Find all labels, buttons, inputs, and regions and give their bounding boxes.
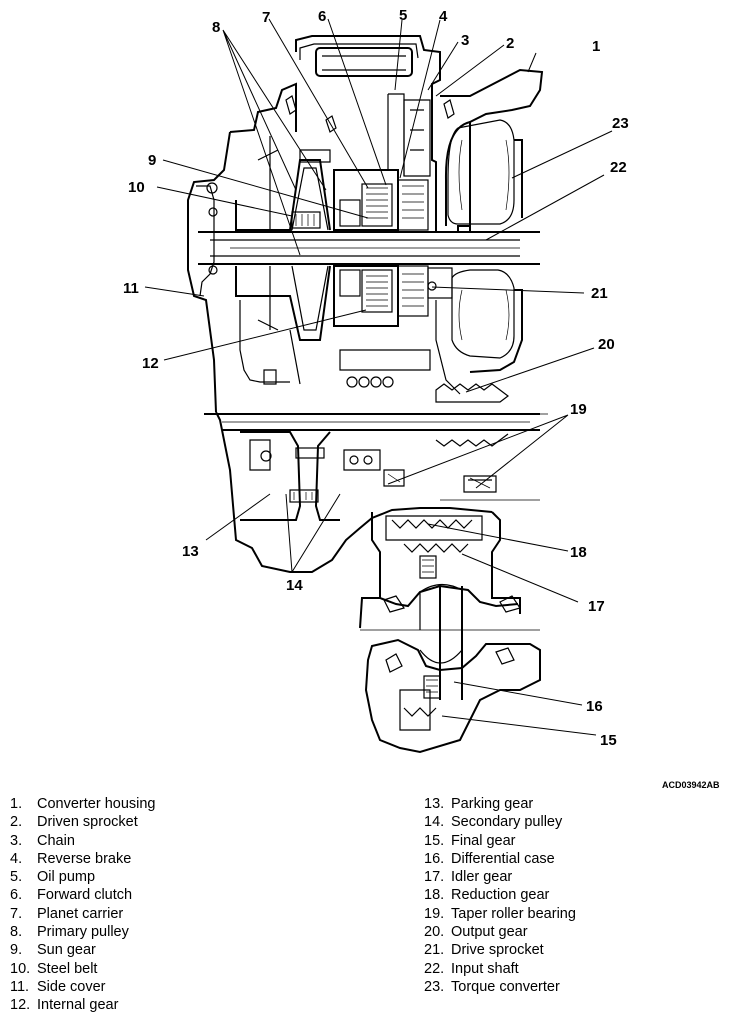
callout-number: 17	[588, 598, 605, 615]
leader-lines	[144, 18, 613, 736]
legend-item-label: Oil pump	[37, 869, 96, 886]
legend-item: 14. Secondary pulley	[424, 813, 576, 831]
legend-item-number: 8.	[10, 924, 23, 941]
legend-item-label: Output gear	[451, 924, 528, 941]
callout-number: 16	[586, 698, 603, 715]
callout-number: 9	[148, 152, 156, 169]
callout-number: 15	[600, 732, 617, 749]
legend-item-label: Side cover	[37, 978, 106, 995]
legend-item-label: Taper roller bearing	[451, 905, 576, 922]
legend-item-label: Planet carrier	[37, 905, 124, 922]
legend-item: 7. Planet carrier	[10, 905, 156, 923]
legend-item-label: Reduction gear	[451, 887, 550, 904]
callout-number: 12	[142, 355, 159, 372]
legend-item-number: 10.	[10, 960, 31, 977]
legend-item-label: Input shaft	[451, 960, 519, 977]
transmission-cross-section-diagram: 1 2 3 4 5 6 7 8 9 10 11 12 13 14 15 16 1…	[123, 7, 629, 754]
legend-item-label: Differential case	[451, 850, 555, 867]
callout-number: 1	[592, 38, 600, 55]
legend-item: 4. Reverse brake	[10, 850, 156, 868]
legend-item-number: 14.	[424, 814, 445, 831]
callout-number: 6	[318, 8, 326, 25]
legend-item: 12. Internal gear	[10, 996, 156, 1014]
legend-item-number: 17.	[424, 869, 445, 886]
legend-item-label: Forward clutch	[37, 887, 133, 904]
legend-item: 8. Primary pulley	[10, 923, 156, 941]
legend-item-number: 6.	[10, 887, 23, 904]
legend-item-number: 2.	[10, 814, 23, 831]
callout-number: 10	[128, 179, 145, 196]
legend-item-label: Internal gear	[37, 997, 119, 1014]
legend-item: 16. Differential case	[424, 850, 576, 868]
callout-numbers: 1 2 3 4 5 6 7 8 9 10 11 12 13 14 15 16 1…	[123, 7, 629, 749]
legend-left-column: 1. Converter housing 2. Driven sprocket 3.…	[10, 795, 156, 1015]
legend-item-number: 22.	[424, 960, 445, 977]
legend-item-label: Chain	[37, 832, 75, 849]
legend-item-number: 13.	[424, 796, 445, 812]
legend-item-number: 15.	[424, 832, 445, 849]
legend-item: 22. Input shaft	[424, 960, 576, 978]
legend-item: 2. Driven sprocket	[10, 813, 156, 831]
legend-item-number: 9.	[10, 942, 23, 959]
callout-number: 7	[262, 9, 270, 26]
callout-number: 20	[598, 336, 615, 353]
callout-number: 14	[286, 577, 303, 594]
legend-item-number: 18.	[424, 887, 445, 904]
legend-item: 15. Final gear	[424, 832, 576, 850]
legend-item: 6. Forward clutch	[10, 886, 156, 904]
legend-item-label: Parking gear	[451, 796, 534, 812]
legend-item-number: 3.	[10, 832, 23, 849]
legend-item-number: 16.	[424, 850, 445, 867]
legend-item: 5. Oil pump	[10, 868, 156, 886]
legend-item-label: Final gear	[451, 832, 516, 849]
legend-item: 13. Parking gear	[424, 795, 576, 813]
legend-item-label: Driven sprocket	[37, 814, 138, 831]
legend-item-label: Converter housing	[37, 796, 156, 812]
legend-item-number: 20.	[424, 924, 445, 941]
legend-item-number: 5.	[10, 869, 23, 886]
legend-item: 19. Taper roller bearing	[424, 905, 576, 923]
legend-item: 17. Idler gear	[424, 868, 576, 886]
legend-item-label: Secondary pulley	[451, 814, 563, 831]
legend-item: 10. Steel belt	[10, 960, 156, 978]
callout-number: 8	[212, 19, 220, 36]
legend-item-number: 12.	[10, 997, 31, 1014]
legend-item-number: 4.	[10, 850, 23, 867]
callout-number: 22	[610, 159, 627, 176]
legend-item-label: Drive sprocket	[451, 942, 544, 959]
legend-item: 9. Sun gear	[10, 941, 156, 959]
callout-number: 18	[570, 544, 587, 561]
callout-number: 2	[506, 35, 514, 52]
legend-item-number: 19.	[424, 905, 445, 922]
legend-item-number: 21.	[424, 942, 445, 959]
legend-item: 1. Converter housing	[10, 795, 156, 813]
legend-item-number: 1.	[10, 796, 23, 812]
callout-number: 23	[612, 115, 629, 132]
figure-id: ACD03942AB	[662, 780, 720, 790]
legend-item-label: Torque converter	[451, 978, 560, 995]
legend-item: 18. Reduction gear	[424, 886, 576, 904]
callout-number: 19	[570, 401, 587, 418]
legend-item: 20. Output gear	[424, 923, 576, 941]
legend-item: 23. Torque converter	[424, 978, 576, 996]
callout-number: 13	[182, 543, 199, 560]
legend-item-label: Idler gear	[451, 869, 513, 886]
legend-item-number: 23.	[424, 978, 445, 995]
legend-item: 3. Chain	[10, 832, 156, 850]
legend-item-number: 7.	[10, 905, 23, 922]
legend-item-label: Steel belt	[37, 960, 98, 977]
callout-number: 21	[591, 285, 608, 302]
transmission-linework	[187, 35, 548, 754]
callout-number: 3	[461, 32, 469, 49]
callout-number: 4	[439, 8, 448, 25]
legend-item-label: Reverse brake	[37, 850, 132, 867]
legend-item: 11. Side cover	[10, 978, 156, 996]
legend-item-label: Primary pulley	[37, 924, 129, 941]
legend-right-column: 13. Parking gear 14. Secondary pulley 15. F…	[424, 795, 576, 996]
legend-item-label: Sun gear	[37, 942, 96, 959]
callout-number: 5	[399, 7, 407, 24]
legend-item-number: 11.	[10, 978, 30, 995]
callout-number: 11	[123, 280, 139, 297]
legend-item: 21. Drive sprocket	[424, 941, 576, 959]
